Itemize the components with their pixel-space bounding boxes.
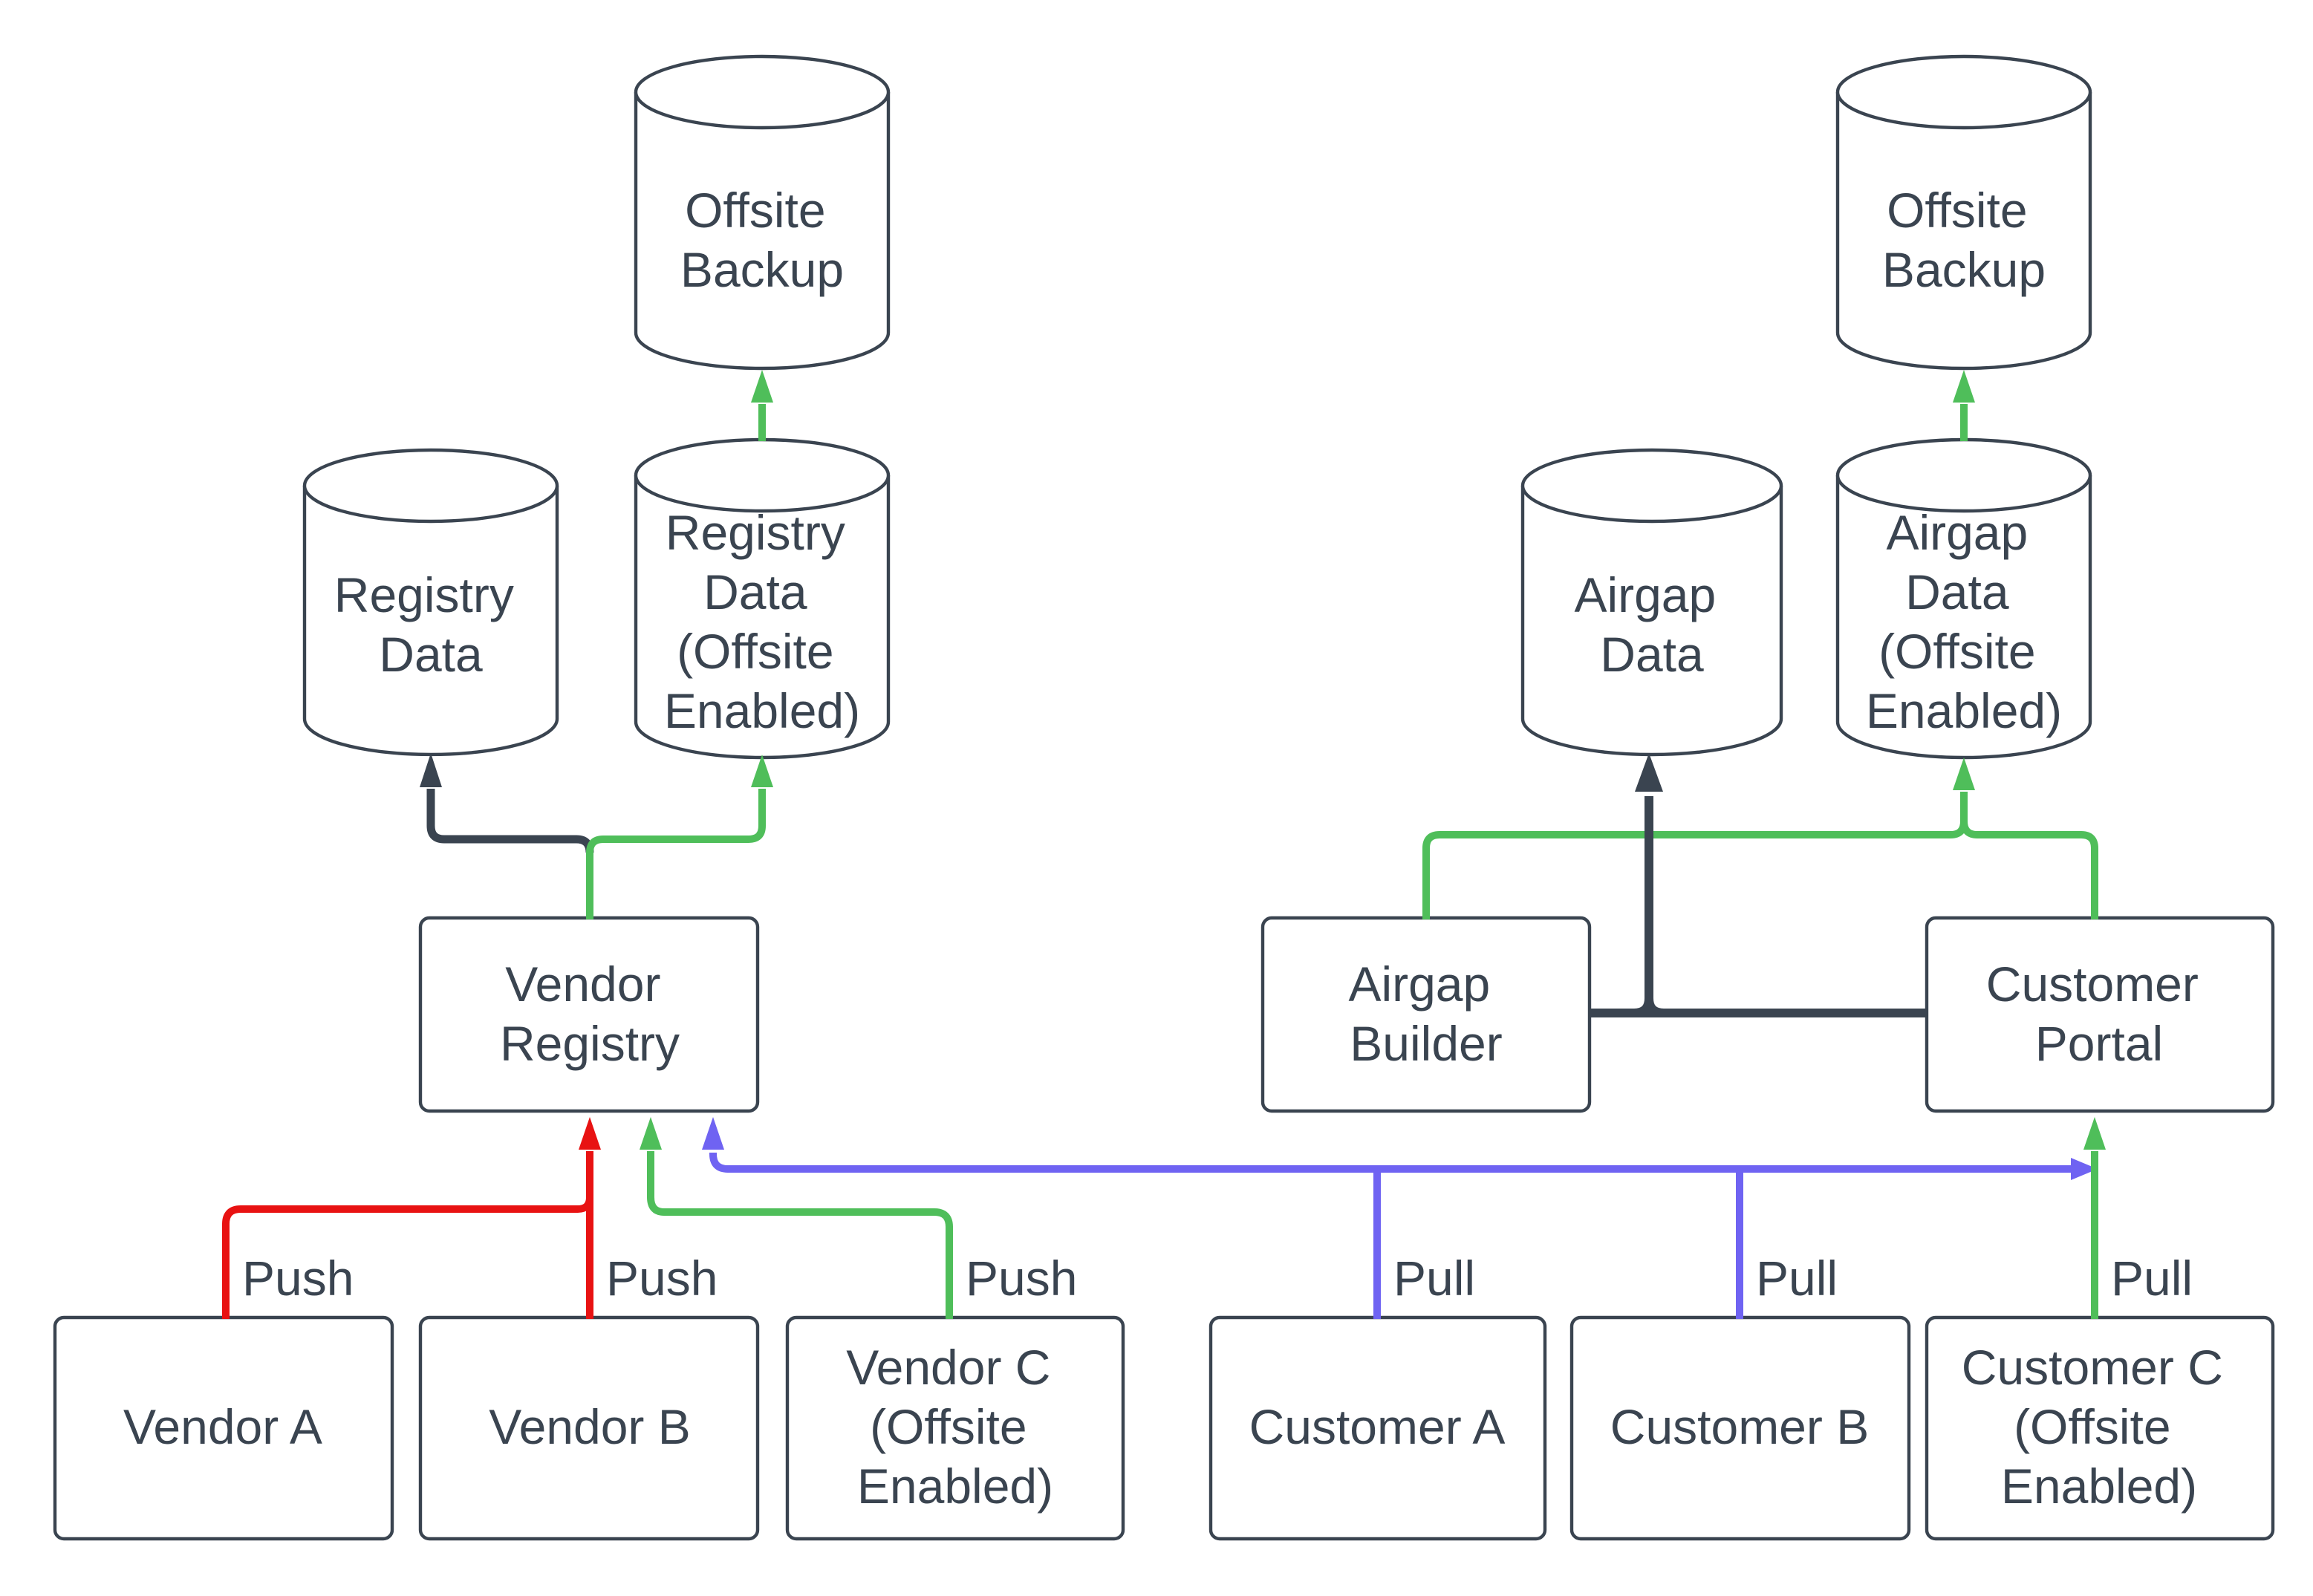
edge-vendor-c-push bbox=[647, 1151, 953, 1319]
node-label: Airgap Data (Offsite Enabled) bbox=[1866, 505, 2062, 738]
arrowhead-into-airgap-data-offsite bbox=[1953, 758, 1975, 790]
node-label-line: (Offsite bbox=[2014, 1399, 2171, 1454]
node-label-line: Customer bbox=[1986, 957, 2199, 1012]
node-label-line: Offsite bbox=[685, 183, 826, 238]
cylinder-top bbox=[1520, 448, 1783, 524]
node-box bbox=[785, 1315, 1125, 1541]
cylinder-body bbox=[1835, 92, 2092, 371]
node-box bbox=[1925, 916, 2275, 1113]
node-box bbox=[418, 916, 760, 1113]
arrowhead-push-into-vendor-registry bbox=[579, 1117, 601, 1150]
node-label-line: Builder bbox=[1350, 1016, 1502, 1071]
node-label-line: (Offsite bbox=[1878, 624, 2036, 679]
node-label-line: Registry bbox=[334, 567, 514, 622]
arrowhead-into-offsite-backup-right bbox=[1953, 370, 1975, 403]
edge-label-pull-customer-c: Pull bbox=[2111, 1251, 2193, 1306]
arrowhead-pull-into-vendor-registry bbox=[702, 1117, 724, 1150]
arrowhead-into-airgap-data bbox=[1635, 753, 1663, 792]
edge-junction-fillet-right bbox=[1645, 997, 1665, 1017]
node-vendor-a: Vendor A bbox=[53, 1315, 394, 1541]
edge-portal-to-airgap-data-offsite bbox=[1960, 810, 2098, 919]
cylinder-body bbox=[634, 92, 891, 371]
node-customer-portal: Customer Portal bbox=[1925, 916, 2275, 1113]
node-airgap-builder: Airgap Builder bbox=[1260, 916, 1592, 1113]
node-label-line: Portal bbox=[2035, 1016, 2163, 1071]
node-customer-c: Customer C (Offsite Enabled) bbox=[1925, 1315, 2275, 1541]
node-label-line: Airgap bbox=[1574, 567, 1716, 622]
arrowhead-vendor-c-push bbox=[640, 1117, 662, 1150]
edge-label-push-vendor-c: Push bbox=[966, 1251, 1077, 1306]
node-label-line: Data bbox=[1600, 627, 1704, 682]
cylinder-top bbox=[1835, 437, 2092, 513]
node-box bbox=[1925, 1315, 2275, 1541]
cylinder-top bbox=[634, 54, 891, 130]
node-label-line: (Offsite bbox=[870, 1399, 1027, 1454]
node-label: Registry Data (Offsite Enabled) bbox=[664, 505, 860, 738]
node-label: Registry Data bbox=[334, 567, 527, 682]
node-offsite-backup-right: Offsite Backup bbox=[1835, 54, 2092, 371]
arrowhead-pull-into-customer-portal bbox=[2083, 1117, 2106, 1150]
edge-label-pull-customer-b: Pull bbox=[1756, 1251, 1838, 1306]
node-registry-data-offsite: Registry Data (Offsite Enabled) bbox=[634, 437, 891, 760]
node-label-line: Vendor C bbox=[846, 1340, 1050, 1395]
node-vendor-c: Vendor C (Offsite Enabled) bbox=[785, 1315, 1125, 1541]
cylinder-top bbox=[1835, 54, 2092, 130]
edge-label-pull-customer-a: Pull bbox=[1393, 1251, 1475, 1306]
edge-registry-to-registry-data-offsite bbox=[586, 789, 766, 919]
node-vendor-registry: Vendor Registry bbox=[418, 916, 760, 1113]
node-label: Vendor A bbox=[123, 1399, 322, 1454]
node-label-line: Offsite bbox=[1887, 183, 2028, 238]
node-label: Airgap Builder bbox=[1348, 957, 1503, 1071]
node-label-line: Data bbox=[703, 564, 807, 619]
node-label-line: (Offsite bbox=[677, 624, 834, 679]
node-vendor-b: Vendor B bbox=[418, 1315, 760, 1541]
arrowhead-into-offsite-backup-left bbox=[751, 370, 773, 403]
node-label: Vendor Registry bbox=[500, 957, 680, 1071]
node-label: Customer Portal bbox=[1986, 957, 2212, 1071]
node-label-line: Backup bbox=[680, 242, 844, 297]
nodes: Offsite Backup Registry Data Registry Da… bbox=[53, 54, 2275, 1541]
node-label-line: Enabled) bbox=[1866, 683, 2062, 738]
node-offsite-backup-left: Offsite Backup bbox=[634, 54, 891, 371]
arrowhead-into-registry-data-offsite bbox=[751, 755, 773, 787]
node-label-line: Data bbox=[379, 627, 483, 682]
node-label: Vendor C (Offsite Enabled) bbox=[846, 1340, 1064, 1514]
arrowhead-pull-trunk-right bbox=[2071, 1158, 2098, 1180]
node-label-line: Airgap bbox=[1348, 957, 1490, 1012]
node-airgap-data: Airgap Data bbox=[1520, 448, 1783, 757]
node-label-line: Enabled) bbox=[664, 683, 860, 738]
node-label: Airgap Data bbox=[1574, 567, 1729, 682]
edges bbox=[222, 370, 2106, 1319]
node-label: Vendor B bbox=[489, 1399, 691, 1454]
node-label-line: Data bbox=[1905, 564, 2009, 619]
cylinder-top bbox=[302, 448, 559, 524]
cylinder-body bbox=[1520, 486, 1783, 757]
node-box bbox=[1260, 916, 1592, 1113]
node-label: Customer C (Offsite Enabled) bbox=[1962, 1340, 2236, 1514]
node-airgap-data-offsite: Airgap Data (Offsite Enabled) bbox=[1835, 437, 2092, 760]
node-label-line: Vendor bbox=[505, 957, 660, 1012]
edge-labels: Push Push Push Pull Pull Pull bbox=[242, 1251, 2193, 1306]
node-label: Customer A bbox=[1249, 1399, 1506, 1454]
node-label-line: Airgap bbox=[1886, 505, 2028, 560]
node-label: Offsite Backup bbox=[1882, 183, 2046, 297]
node-label-line: Registry bbox=[666, 505, 845, 560]
node-label-line: Enabled) bbox=[857, 1459, 1053, 1514]
node-label: Customer B bbox=[1610, 1399, 1869, 1454]
cylinder-top bbox=[634, 437, 891, 513]
node-label-line: Enabled) bbox=[2001, 1459, 2197, 1514]
edge-label-push-vendor-a: Push bbox=[242, 1251, 354, 1306]
node-label: Offsite Backup bbox=[680, 183, 844, 297]
edge-pull-trunk bbox=[709, 1150, 2089, 1173]
node-customer-b: Customer B bbox=[1569, 1315, 1911, 1541]
arrowhead-into-registry-data bbox=[420, 753, 442, 787]
edge-label-push-vendor-b: Push bbox=[606, 1251, 718, 1306]
node-customer-a: Customer A bbox=[1208, 1315, 1547, 1541]
node-label-line: Customer C bbox=[1962, 1340, 2223, 1395]
node-registry-data: Registry Data bbox=[302, 448, 559, 757]
node-label-line: Registry bbox=[500, 1016, 680, 1071]
node-label-line: Backup bbox=[1882, 242, 2046, 297]
